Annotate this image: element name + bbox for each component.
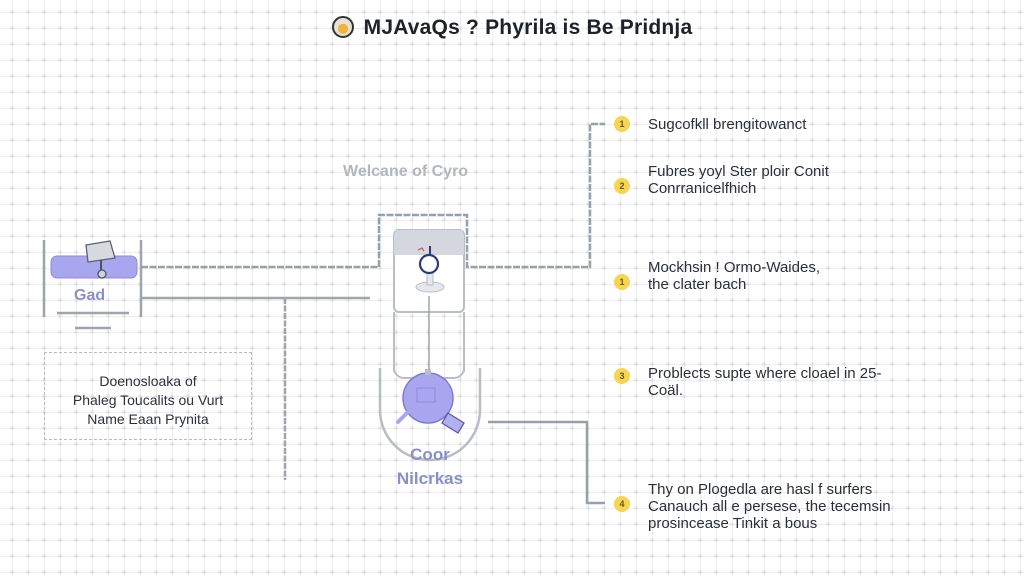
- center-node-label: Coor Nilcrkas: [380, 443, 480, 491]
- step-text: Fubres yoyl Ster ploir Conit Conrranicel…: [648, 163, 829, 197]
- left-node-label: Gad: [74, 287, 106, 304]
- wire-center-to-step4: [488, 420, 605, 505]
- center-node-frame: [378, 368, 482, 462]
- step-number-badge: 1: [614, 274, 630, 290]
- note-box: Doenosloaka of Phaleg Toucalits ou Vurt …: [44, 352, 252, 440]
- page-title-text: MJAvaQs ? Phyrila is Be Pridnja: [363, 16, 693, 39]
- step-text-line: Coäl.: [648, 382, 684, 399]
- step-text-line: the clater bach: [648, 276, 747, 293]
- step-text-line: Canauch all e persese, the tecemsin: [648, 498, 891, 515]
- step-text-line: Conrranicelfhich: [648, 180, 757, 197]
- center-node-label-line: Nilcrkas: [396, 469, 464, 488]
- step-text: Sugcofkll brengitowanct: [648, 116, 806, 133]
- step-text-line: Thy on Plogedla are hasl f surfers: [648, 481, 873, 498]
- note-line: Name Eaan Prynita: [87, 411, 209, 427]
- step-text: Mockhsin ! Ormo-Waides, the clater bach: [648, 259, 820, 293]
- diagram-subtitle: Welcane of Cyro: [343, 163, 469, 180]
- circular-badge-icon: [331, 16, 354, 38]
- wire-left-to-step1: [141, 122, 605, 269]
- step-text: Problects supte where cloael in 25- Coäl…: [648, 365, 881, 399]
- step-text-line: Problects supte where cloael in 25-: [648, 365, 882, 382]
- magnifier-globe-icon: [396, 369, 465, 434]
- step-number-badge: 4: [614, 496, 630, 512]
- figure-on-stand-icon: [415, 246, 445, 293]
- step-text-line: Sugcofkll brengitowanct: [648, 116, 807, 133]
- note-line: Doenosloaka of: [99, 373, 197, 389]
- page-title: MJAvaQs ? Phyrila is Be Pridnja: [0, 16, 1024, 40]
- step-text: Thy on Plogedla are hasl f surfers Canau…: [648, 481, 891, 532]
- step-number-badge: 3: [614, 368, 630, 384]
- step-text-line: Fubres yoyl Ster ploir Conit: [648, 163, 829, 180]
- hammer-on-platform-icon: [50, 240, 138, 279]
- step-text-line: Mockhsin ! Ormo-Waides,: [648, 259, 820, 276]
- step-number-badge: 2: [614, 178, 630, 194]
- note-line: Phaleg Toucalits ou Vurt: [72, 392, 224, 408]
- step-number-badge: 1: [614, 116, 630, 132]
- step-text-line: prosincease Tinkit a bous: [648, 515, 818, 532]
- center-node-label-line: Coor: [410, 445, 450, 464]
